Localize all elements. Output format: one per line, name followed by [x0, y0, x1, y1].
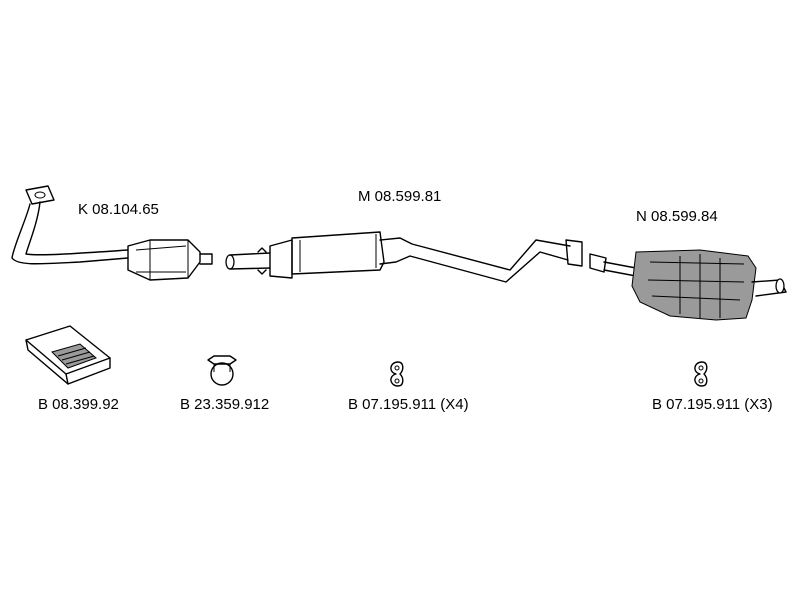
- mounting-kit-drawing: [25, 325, 111, 385]
- middle-silencer-body: [291, 231, 385, 275]
- clamp-label: B 23.359.912: [180, 396, 270, 413]
- front-pipe-flange: [25, 185, 55, 205]
- mounting-kit-label: B 08.399.92: [38, 396, 119, 413]
- front-pipe-drawing: [11, 185, 213, 281]
- rubber-mount-a-label: B 07.195.911 (X4): [348, 396, 469, 413]
- rubber-mount-b-drawing: [694, 361, 708, 387]
- rubber-mount-b-label: B 07.195.911 (X3): [652, 396, 773, 413]
- middle-flange: [565, 239, 583, 267]
- front-pipe-label: K 08.104.65: [78, 201, 159, 218]
- middle-silencer-label: M 08.599.81: [358, 188, 442, 205]
- rear-silencer-drawing: [589, 249, 787, 321]
- clamp-drawing: [207, 355, 237, 386]
- rubber-mount-a-drawing: [390, 361, 404, 387]
- catalytic-converter: [127, 239, 201, 281]
- rear-silencer-label: N 08.599.84: [636, 208, 718, 225]
- rear-silencer-body: [631, 249, 757, 321]
- middle-silencer-drawing: [225, 231, 583, 283]
